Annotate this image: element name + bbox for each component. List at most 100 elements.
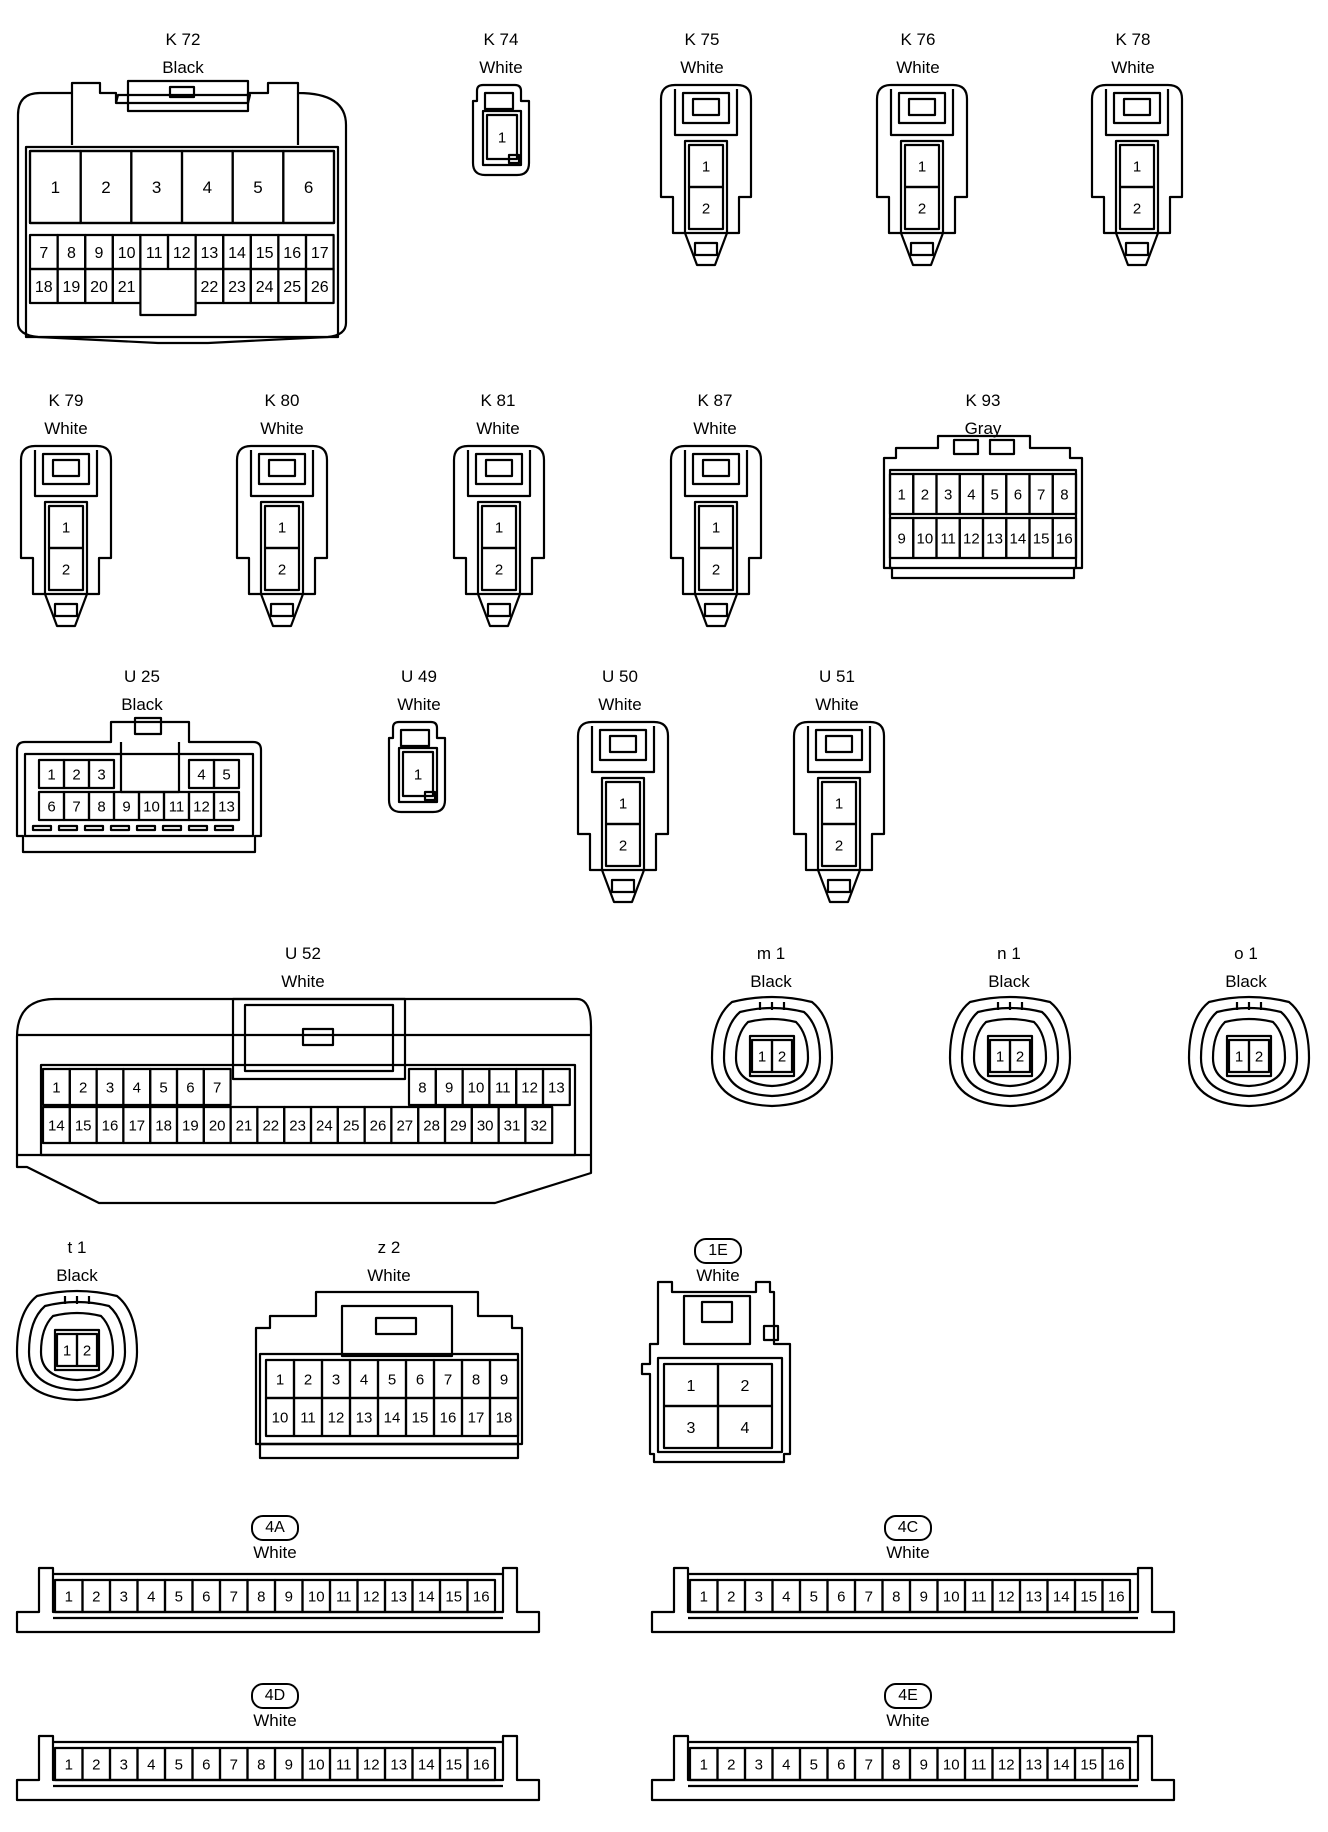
pin-number: 9	[445, 1079, 453, 1096]
pin-number: 11	[169, 798, 185, 815]
pin-number: 28	[423, 1117, 440, 1134]
pin-number: 3	[755, 1756, 763, 1773]
pin-number: 1	[758, 1048, 766, 1065]
pin-number: 10	[468, 1079, 485, 1096]
connector-shell	[19, 444, 113, 628]
key-mark	[53, 602, 79, 618]
pin-number: 6	[837, 1756, 845, 1773]
latch-tab	[988, 438, 1016, 456]
pin-number: 4	[741, 1420, 750, 1437]
pin-number: 1	[702, 158, 710, 175]
latch-slot	[83, 824, 105, 832]
connector-k78: 12	[1090, 83, 1184, 267]
pin-number: 2	[83, 1342, 91, 1359]
pin-number: 2	[92, 1588, 100, 1605]
connector-k80: 12	[235, 444, 329, 628]
pin-number: 4	[147, 1756, 155, 1773]
key-slot	[139, 303, 197, 317]
pin-number: 12	[998, 1756, 1015, 1773]
pin-number: 4	[782, 1588, 790, 1605]
pin-number: 3	[106, 1079, 114, 1096]
pin-number: 16	[102, 1117, 119, 1134]
pin-number: 5	[159, 1079, 167, 1096]
latch-window	[691, 97, 721, 117]
pin-number: 3	[755, 1588, 763, 1605]
pin-number: 1	[897, 486, 905, 503]
pin-number: 2	[79, 1079, 87, 1096]
pin-number: 11	[940, 530, 956, 547]
latch-slot	[109, 824, 131, 832]
latch-slot	[213, 824, 235, 832]
connector-code: m 1	[756, 944, 786, 963]
pin-number: 24	[256, 279, 274, 296]
pin-cell	[485, 113, 519, 161]
pin-number: 10	[308, 1756, 325, 1773]
pin-number: 2	[727, 1756, 735, 1773]
pin-number: 15	[412, 1409, 429, 1426]
pin-cell	[903, 185, 941, 231]
pin-number: 7	[1037, 486, 1045, 503]
pin-cell	[1008, 1038, 1032, 1074]
latch-tab	[952, 438, 980, 456]
pin-number: 14	[1010, 530, 1027, 547]
shell-rib	[70, 93, 300, 145]
pin-cell	[687, 185, 725, 231]
pin-number: 1	[700, 1756, 708, 1773]
pin-number: 6	[186, 1079, 194, 1096]
connector-shell	[15, 720, 263, 854]
latch-slot	[161, 824, 183, 832]
pin-number: 16	[1108, 1588, 1125, 1605]
pin-number: 5	[222, 766, 230, 783]
pin-number: 5	[253, 178, 262, 197]
pin-number: 10	[917, 530, 934, 547]
latch-slot	[135, 824, 157, 832]
pin-number: 5	[810, 1756, 818, 1773]
connector-shell	[15, 1734, 541, 1802]
pin-number: 10	[943, 1588, 960, 1605]
connector-k76: 12	[875, 83, 969, 267]
connector-color: Black	[750, 972, 792, 991]
pin-number: 17	[468, 1409, 485, 1426]
pin-number: 12	[521, 1079, 538, 1096]
connector-code: K 80	[264, 391, 300, 410]
top-latch	[814, 728, 864, 762]
pin-number: 10	[118, 245, 136, 262]
pin-number: 5	[810, 1588, 818, 1605]
connector-code: U 49	[401, 667, 437, 686]
top-latch	[681, 91, 731, 125]
connector-u50: 12	[576, 720, 670, 904]
top-latch	[257, 452, 307, 486]
top-latch	[133, 716, 163, 736]
connector-shell	[387, 720, 447, 814]
latch-ribs	[758, 1002, 786, 1010]
pin-frame	[748, 1034, 796, 1078]
base-rail	[258, 1442, 520, 1460]
pin-cell	[466, 1746, 497, 1782]
connector-color: White	[476, 419, 520, 438]
top-latch	[1112, 91, 1162, 125]
connector-color: Black	[162, 58, 204, 77]
pin-number: 2	[1016, 1048, 1024, 1065]
pin-number: 5	[388, 1371, 396, 1388]
pin-frame	[816, 776, 862, 872]
pin-frame	[1114, 139, 1160, 235]
pin-number: 7	[230, 1588, 238, 1605]
key-mark	[703, 602, 729, 618]
pin-number: 29	[450, 1117, 467, 1134]
pin-number: 10	[308, 1588, 325, 1605]
connector-shell	[792, 720, 886, 904]
pin-cell	[1101, 1746, 1132, 1782]
top-latch	[700, 1300, 734, 1324]
pin-cell	[47, 546, 85, 592]
key-tab	[762, 1324, 780, 1342]
pin-number: 16	[473, 1756, 490, 1773]
key-mark	[826, 878, 852, 894]
